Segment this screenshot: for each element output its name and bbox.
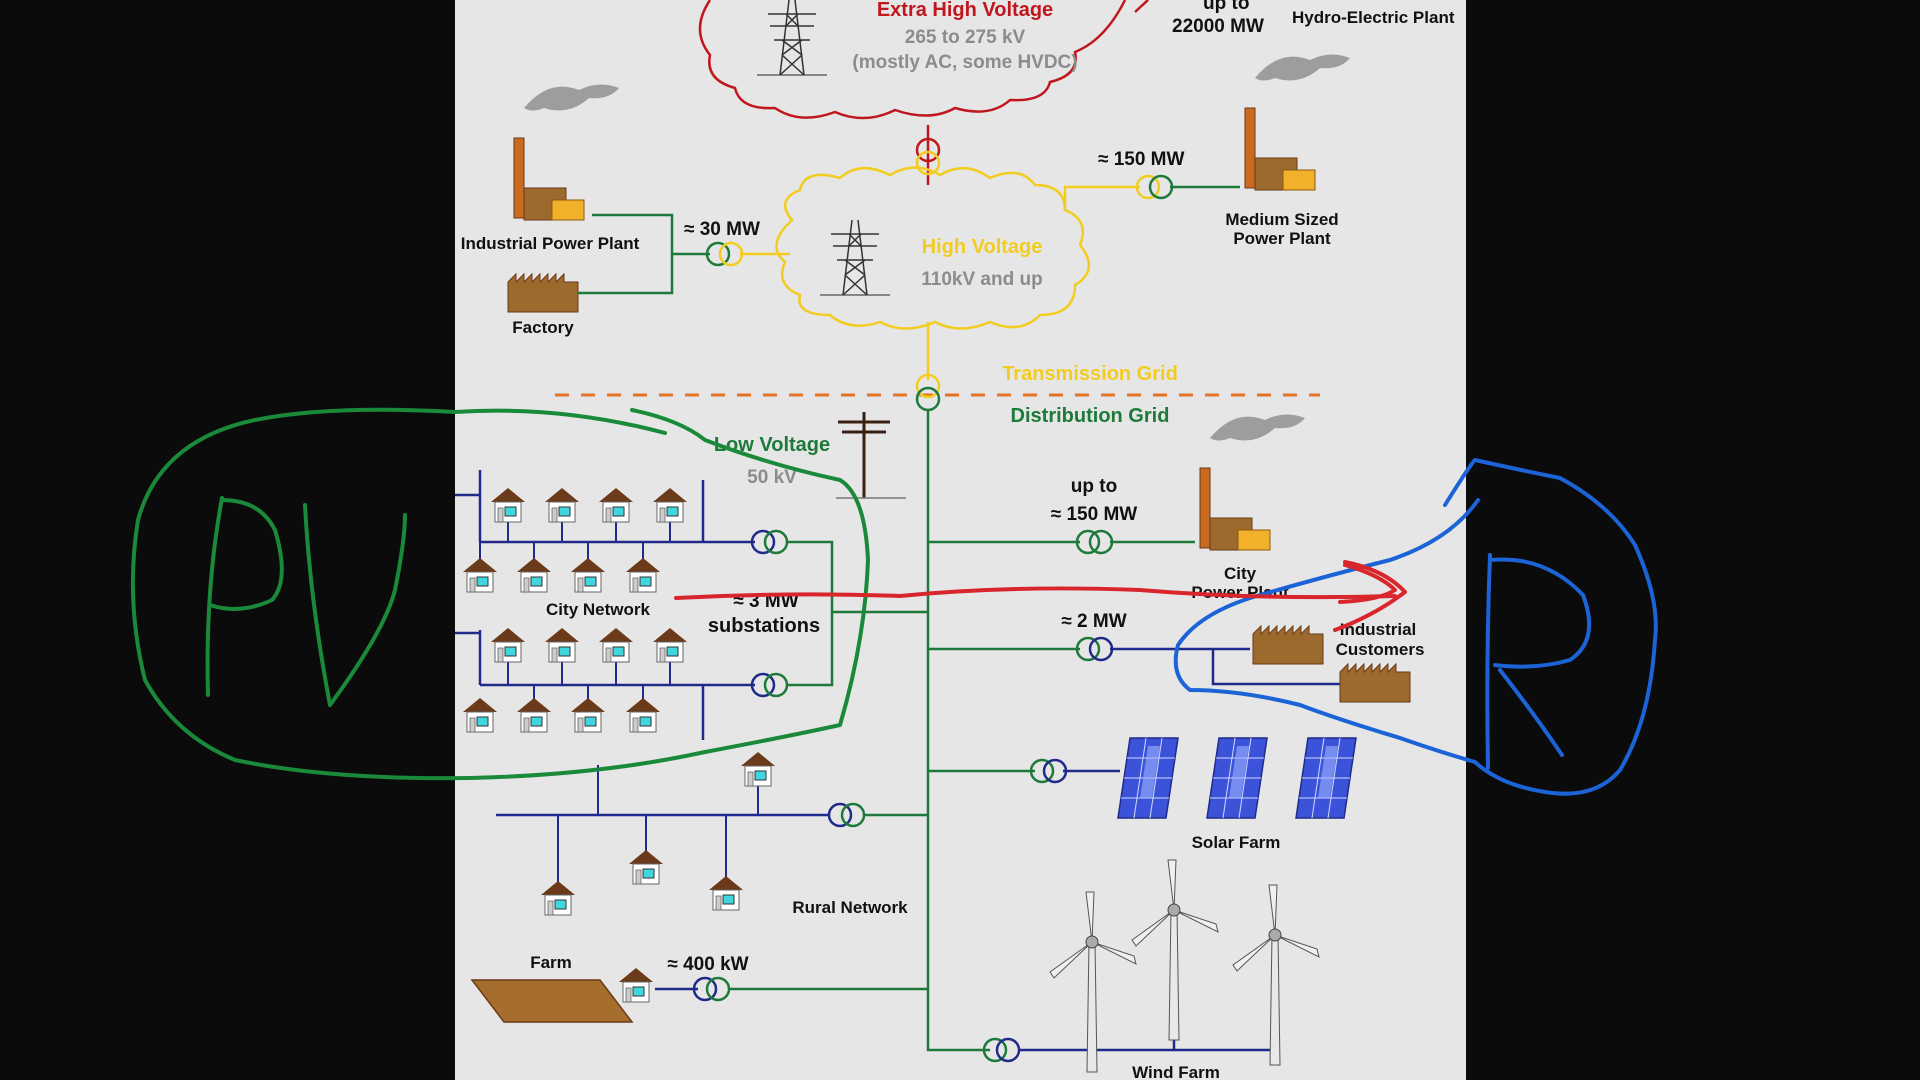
rural-network-label: Rural Network [792,898,908,917]
transformer-icon [1135,174,1174,200]
hydro-mw: 22000 MW [1172,16,1264,37]
transformer-icon [705,241,744,267]
hydro-upto: up to [1203,0,1249,14]
high-voltage-range: 110kV and up [921,269,1042,290]
city-network-label: City Network [546,600,650,619]
medium-plant-mw: ≈ 150 MW [1098,149,1185,170]
wind-farm-label: Wind Farm [1132,1063,1220,1080]
high-voltage-region: High Voltage 110kV and up [775,166,1090,330]
extra-high-voltage-region: Extra High Voltage 265 to 275 kV (mostly… [698,0,1149,120]
extra-high-note: (mostly AC, some HVDC) [852,52,1077,73]
pen-annotation-arrow [674,560,1407,632]
city-plant-label-1: City [1224,564,1257,583]
transmission-grid-label: Transmission Grid [1002,363,1178,385]
factory-label: Factory [512,318,574,337]
diagram-background [455,0,1466,1080]
utility-pole-icon [836,412,906,499]
transformer-icon [1075,636,1114,662]
farm-label: Farm [530,953,572,972]
farm-field [470,979,634,1023]
industrial-plant-label: Industrial Power Plant [461,234,640,253]
rural-network [496,751,928,916]
industrial-customers-label-2: Customers [1336,640,1425,659]
industrial-customers-label-1: Industrial [1340,620,1417,639]
medium-plant-label-2: Power Plant [1233,229,1331,248]
extra-high-range: 265 to 275 kV [905,27,1026,48]
industrial-plant-mw: ≈ 30 MW [684,219,760,240]
hydro-plant-label: Hydro-Electric Plant [1292,8,1455,27]
high-voltage-title: High Voltage [922,236,1043,258]
pen-annotation-right [1173,458,1658,796]
transformer-icon [915,137,941,176]
industrial-customers-mw: ≈ 2 MW [1061,611,1126,632]
medium-plant-label-1: Medium Sized [1225,210,1338,229]
city-network [455,470,928,740]
low-voltage-range: 50 kV [747,467,797,488]
extra-high-title: Extra High Voltage [877,0,1053,21]
distribution-grid-label: Distribution Grid [1011,405,1170,427]
farm-kw: ≈ 400 kW [667,954,748,975]
substations-label: substations [708,615,820,637]
pen-annotation-left [130,407,870,781]
solar-farm-label: Solar Farm [1192,833,1281,852]
transformer-icon [1029,758,1068,784]
low-voltage-title: Low Voltage [714,434,830,456]
city-plant-mw: ≈ 150 MW [1051,504,1138,525]
city-plant-upto: up to [1071,476,1117,497]
transformer-icon [1075,529,1114,555]
